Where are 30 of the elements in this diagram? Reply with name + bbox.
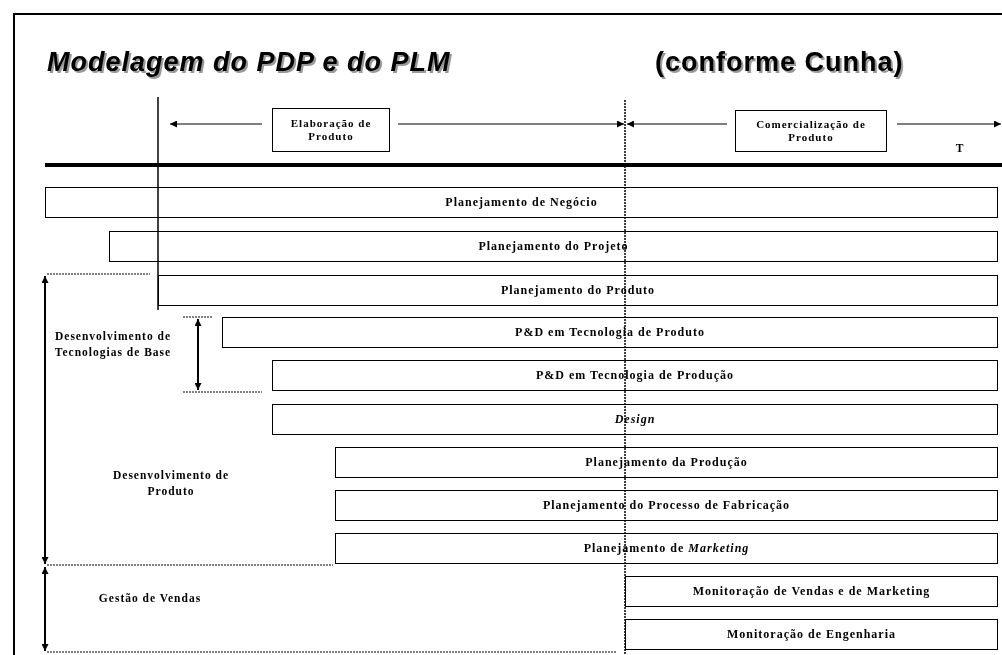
- phase-label: Desenvolvimento de Produto: [111, 468, 231, 500]
- activity-bar: [222, 317, 998, 348]
- activity-name: Planejamento de Marketing: [582, 541, 751, 556]
- activity-bar: [45, 187, 998, 218]
- activity-bar: [272, 404, 998, 435]
- phase-box: [272, 108, 390, 152]
- activity-name: Planejamento da Produção: [584, 455, 749, 470]
- phase-label: Gestão de Vendas: [97, 591, 203, 606]
- activity-name: P&D em Tecnologia de Produto: [514, 325, 706, 340]
- activity-bar: [109, 231, 998, 262]
- activity-bar: [335, 490, 998, 521]
- activity-bar: [625, 576, 998, 607]
- phase-label: Desenvolvimento de Tecnologias de Base: [53, 329, 173, 361]
- activity-bar: [158, 275, 998, 306]
- activity-bar: [335, 533, 998, 564]
- activity-bar: [335, 447, 998, 478]
- activity-name: Planejamento do Produto: [499, 283, 657, 298]
- axis-label: T: [954, 141, 966, 156]
- activity-bar: [625, 619, 998, 650]
- activity-name: P&D em Tecnologia de Produção: [534, 368, 736, 383]
- activity-name: Design: [613, 412, 657, 427]
- phase-box: [735, 110, 887, 152]
- activity-name: Monitoração de Vendas e de Marketing: [691, 584, 932, 599]
- activity-name: Monitoração de Engenharia: [726, 627, 897, 642]
- subtitle: (conforme Cunha): [655, 47, 904, 78]
- activity-name: Planejamento do Projeto: [477, 239, 630, 254]
- activity-name: Planejamento de Negócio: [444, 195, 599, 210]
- activity-bar: [272, 360, 998, 391]
- title: Modelagem do PDP e do PLM: [47, 47, 451, 78]
- activity-name: Planejamento do Processo de Fabricação: [541, 498, 792, 513]
